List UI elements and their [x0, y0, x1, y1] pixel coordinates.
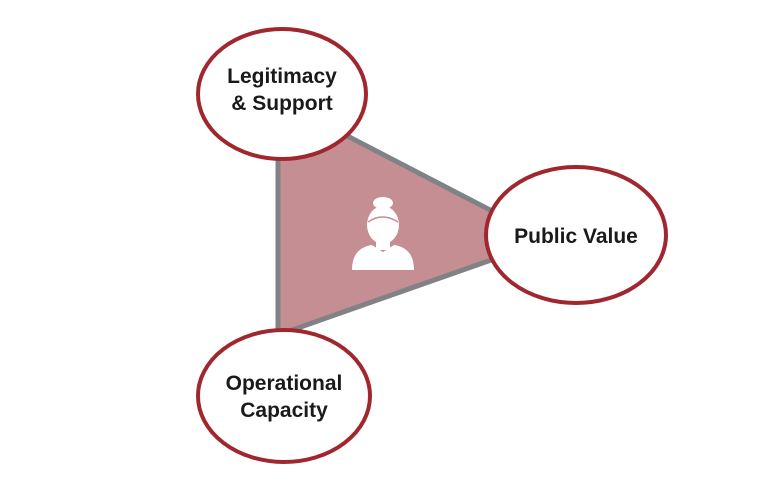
node-public-value-label: Public Value: [514, 225, 638, 248]
node-public-value-circle: [484, 165, 668, 305]
person-icon: [352, 197, 414, 270]
node-legitimacy-label-line1: Legitimacy: [227, 65, 337, 88]
person-icon-hairline: [367, 216, 399, 223]
node-operational-label-line1: Operational: [226, 372, 343, 395]
node-operational-circle: [196, 328, 372, 464]
strategic-triangle: [275, 95, 555, 339]
node-legitimacy-support: Legitimacy & Support: [196, 27, 368, 161]
node-legitimacy-circle: [196, 27, 368, 161]
node-public-value: Public Value: [484, 165, 668, 305]
node-legitimacy-label-line2: & Support: [231, 92, 332, 115]
node-operational-capacity: Operational Capacity: [196, 328, 372, 464]
node-operational-label-line2: Capacity: [240, 399, 328, 422]
